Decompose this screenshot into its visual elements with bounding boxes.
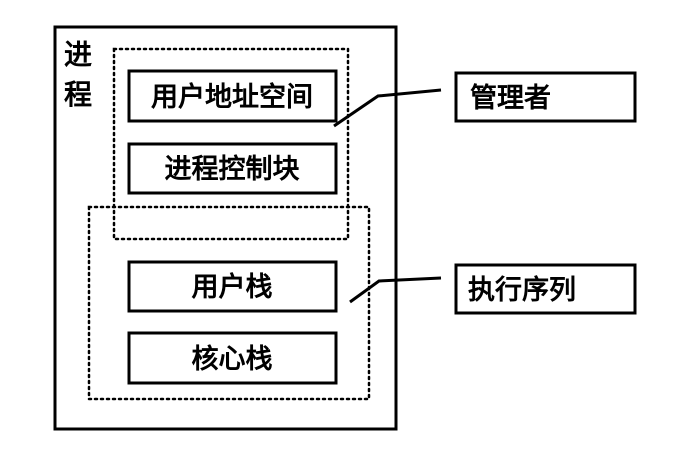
user-address-space-label: 用户地址空间 <box>151 81 313 113</box>
kernel-stack-box <box>127 331 338 385</box>
execution-connector-line <box>349 276 442 304</box>
execution-group-region <box>87 205 371 401</box>
kernel-stack-label: 核心栈 <box>192 343 273 375</box>
process-box <box>53 25 398 431</box>
manager-callout-box <box>454 71 637 123</box>
execution-callout-label: 执行序列 <box>468 274 576 306</box>
process-control-block-box <box>127 142 338 195</box>
process-label-line-2: 程 <box>64 78 92 111</box>
management-group-region <box>112 47 350 241</box>
manager-callout-label: 管理者 <box>470 83 551 114</box>
manager-connector-line <box>333 88 442 128</box>
user-stack-label: 用户栈 <box>192 271 273 303</box>
user-stack-box <box>127 260 338 313</box>
process-label-line-1: 进 <box>64 38 92 71</box>
user-address-space-box <box>127 69 338 123</box>
process-control-block-label: 进程控制块 <box>165 154 301 185</box>
execution-callout-box <box>454 263 637 315</box>
